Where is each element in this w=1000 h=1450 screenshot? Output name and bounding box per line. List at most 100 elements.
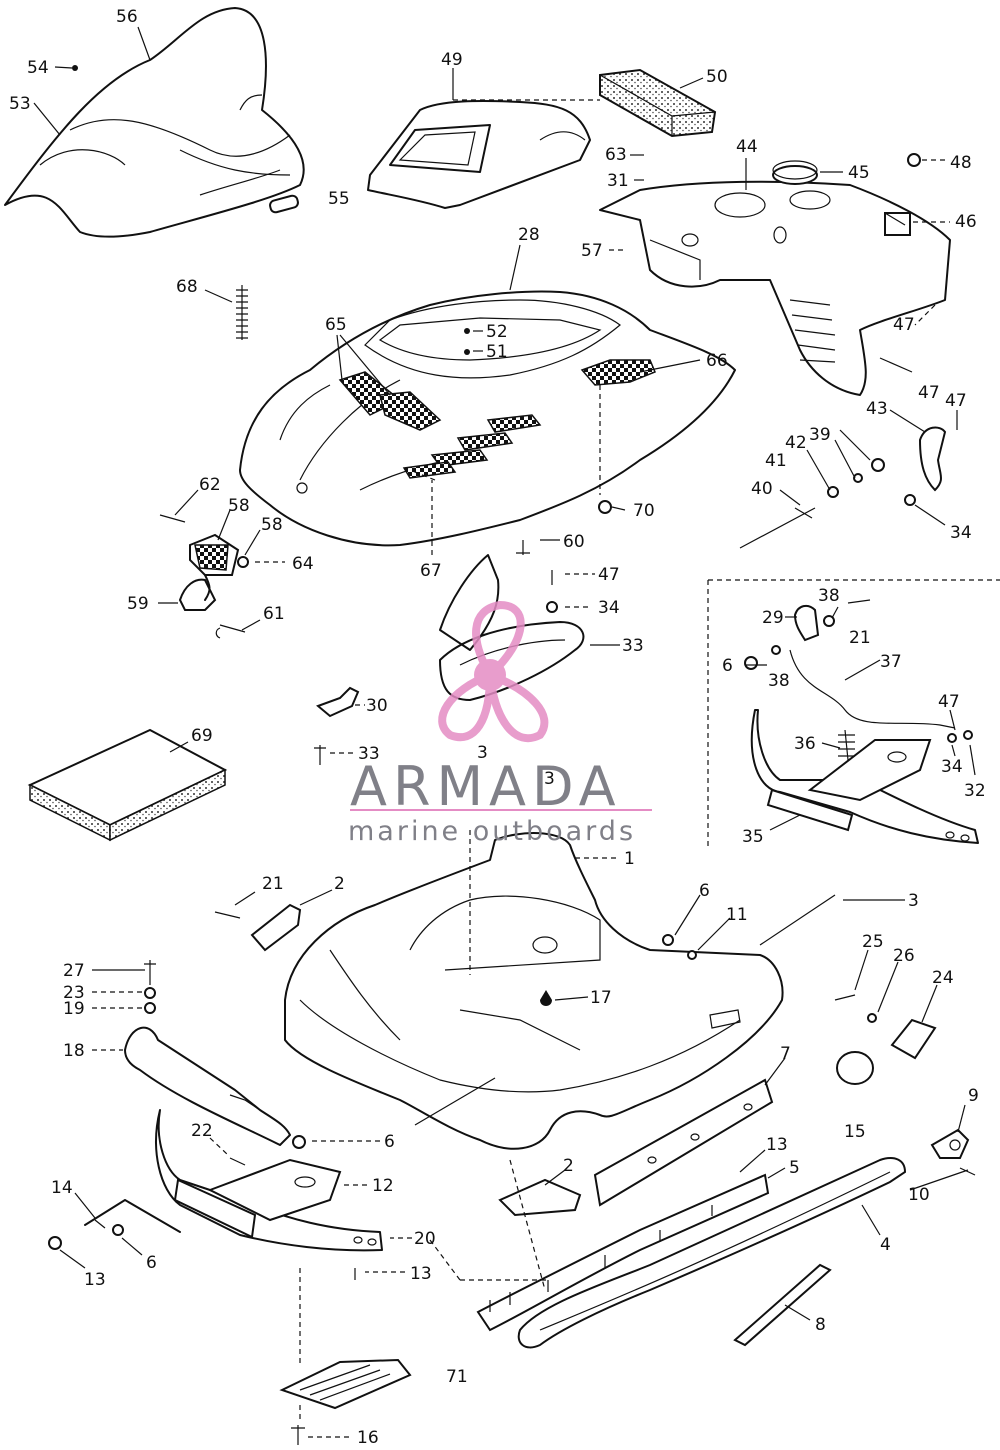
hood-nut <box>464 328 470 334</box>
screw-60 <box>516 540 530 555</box>
callout-label: 54 <box>27 58 49 78</box>
callout-label: 10 <box>908 1185 930 1205</box>
washer-11 <box>687 950 697 960</box>
callout-label: 3 <box>477 743 488 763</box>
ski <box>517 1157 907 1349</box>
hood <box>239 290 736 547</box>
front-frame <box>155 1109 383 1252</box>
washer-32 <box>963 730 973 740</box>
callout-label: 35 <box>742 827 764 847</box>
callout-label: 6 <box>722 656 733 676</box>
washer-19 <box>144 1002 156 1014</box>
callout-label: 31 <box>607 171 629 191</box>
windshield-screw <box>72 65 78 71</box>
callout-label: 22 <box>191 1121 213 1141</box>
bracket-30 <box>316 686 360 718</box>
callout-labels: 56 54 53 55 49 50 63 31 44 45 48 46 57 2… <box>9 7 986 1448</box>
watermark-subtitle: marine outboards <box>348 816 636 847</box>
callout-label: 27 <box>63 961 85 981</box>
callout-label: 58 <box>228 496 250 516</box>
callout-label: 20 <box>414 1229 436 1249</box>
callout-label: 66 <box>706 351 728 371</box>
nut-6b <box>662 934 674 946</box>
washer-23 <box>144 987 156 999</box>
callout-label: 1 <box>624 849 635 869</box>
callout-label: 5 <box>789 1158 800 1178</box>
callout-label: 47 <box>938 692 960 712</box>
callout-label: 47 <box>918 383 940 403</box>
callout-label: 21 <box>849 628 871 648</box>
callout-label: 43 <box>866 399 888 419</box>
bolt-21b <box>214 911 241 919</box>
stud-70 <box>598 500 612 514</box>
callout-label: 24 <box>932 968 954 988</box>
bolt-33 <box>314 745 326 765</box>
callout-label: 46 <box>955 212 977 232</box>
foam-block <box>599 68 717 138</box>
washer-41 <box>827 486 839 498</box>
callout-label: 59 <box>127 594 149 614</box>
callout-label: 45 <box>848 163 870 183</box>
callout-label: 8 <box>815 1315 826 1335</box>
callout-label: 33 <box>622 636 644 656</box>
callout-label: 67 <box>420 561 442 581</box>
callout-label: 61 <box>263 604 285 624</box>
callout-label: 34 <box>598 598 620 618</box>
runner-plate <box>593 1078 774 1207</box>
callout-label: 49 <box>441 50 463 70</box>
watermark-title: ARMADA <box>350 755 622 818</box>
cap-15 <box>836 1051 874 1085</box>
callout-label: 34 <box>941 757 963 777</box>
bolt-10 <box>959 1167 976 1176</box>
callout-label: 47 <box>598 565 620 585</box>
callout-label: 62 <box>199 475 221 495</box>
callout-label: 26 <box>893 946 915 966</box>
callout-label: 48 <box>950 153 972 173</box>
callout-label: 50 <box>706 67 728 87</box>
callout-label: 2 <box>563 1156 574 1176</box>
belly-pan <box>284 832 784 1150</box>
callout-label: 64 <box>292 554 314 574</box>
bracket-9 <box>930 1128 970 1159</box>
callout-label: 33 <box>358 744 380 764</box>
washer-26 <box>867 1013 877 1023</box>
callout-label: 39 <box>809 425 831 445</box>
washer-42 <box>853 473 863 483</box>
callout-label: 37 <box>880 652 902 672</box>
callout-label: 65 <box>325 315 347 335</box>
callout-label: 11 <box>726 905 748 925</box>
callout-label: 32 <box>964 781 986 801</box>
nut-39 <box>871 458 885 472</box>
callout-label: 40 <box>751 479 773 499</box>
callout-label: 3 <box>544 769 555 789</box>
bolt-16 <box>291 1425 305 1445</box>
bolt-21 <box>847 599 871 604</box>
callout-label: 69 <box>191 726 213 746</box>
spring <box>236 285 248 340</box>
strap-clip <box>884 212 911 236</box>
windshield <box>4 7 305 238</box>
ski-runner <box>476 1173 770 1332</box>
windshield-clip <box>269 194 299 214</box>
callout-label: 15 <box>844 1122 866 1142</box>
callout-label: 14 <box>51 1178 73 1198</box>
callout-label: 13 <box>766 1135 788 1155</box>
nut-6c <box>292 1135 306 1149</box>
callout-label: 68 <box>176 277 198 297</box>
callout-label: 3 <box>908 891 919 911</box>
callout-label: 29 <box>762 608 784 628</box>
callout-label: 52 <box>486 322 508 342</box>
callout-label: 58 <box>261 515 283 535</box>
callout-label: 51 <box>486 342 508 362</box>
screw-3 <box>759 894 836 946</box>
wear-bar <box>733 1263 832 1347</box>
callout-label: 56 <box>116 7 138 27</box>
drain-17 <box>540 990 552 1006</box>
callout-label: 21 <box>262 874 284 894</box>
nut-6 <box>744 656 758 670</box>
leader-lines <box>33 26 976 1438</box>
callout-label: 60 <box>563 532 585 552</box>
callout-label: 12 <box>372 1176 394 1196</box>
runner-bracket <box>250 903 582 1217</box>
callout-label: 47 <box>945 391 967 411</box>
